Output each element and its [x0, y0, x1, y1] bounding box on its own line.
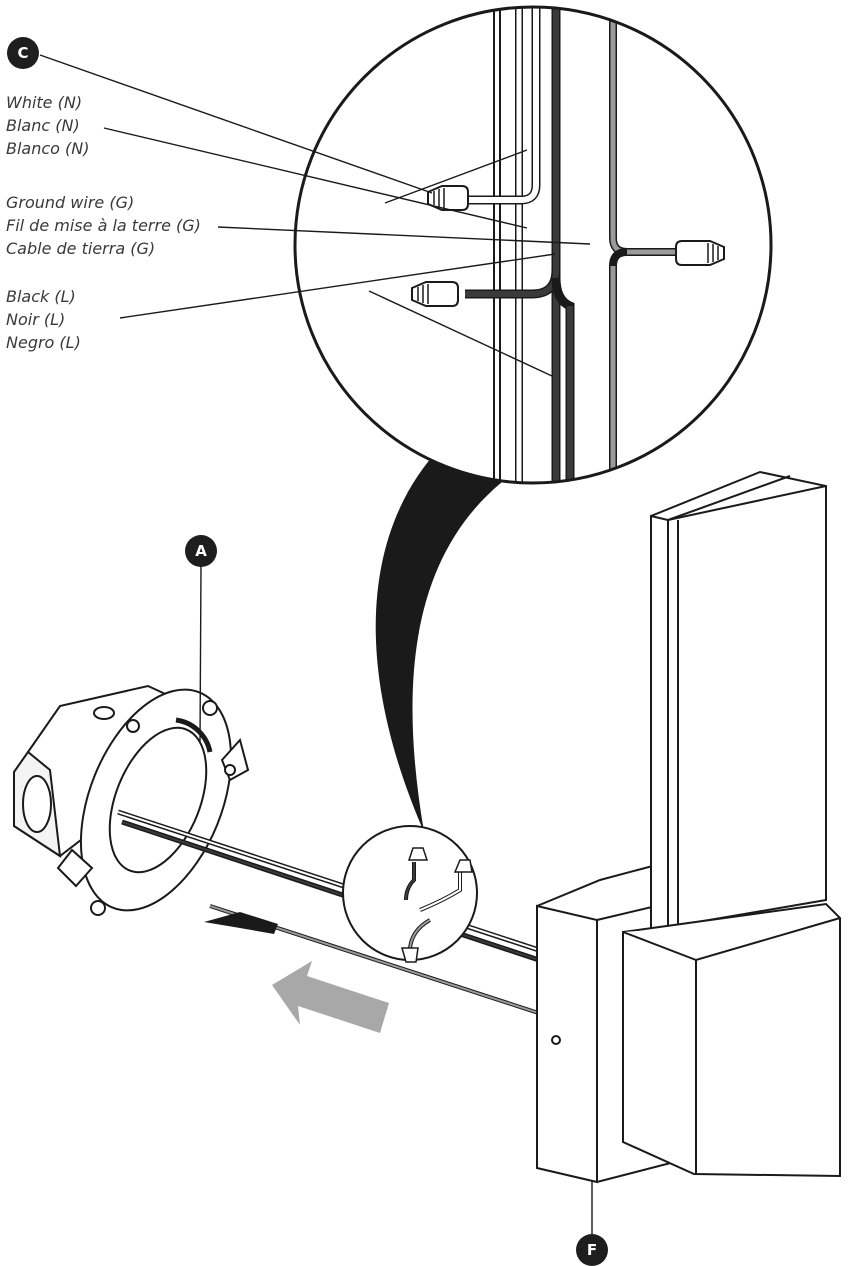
- leader-neutral: [103, 127, 528, 229]
- leader-a: [199, 565, 202, 743]
- label-live-en: Black (L): [6, 287, 76, 306]
- leader-ground: [217, 226, 591, 245]
- label-ground-es: Cable de tierra (G): [6, 239, 156, 258]
- label-neutral-en: White (N): [6, 93, 83, 112]
- label-live: Black (L) Noir (L) Negro (L): [6, 285, 81, 354]
- wall-sconce: [536, 470, 841, 1184]
- wire-nut-icon: [453, 859, 473, 873]
- leader-lines: [39, 54, 591, 377]
- label-neutral-es: Blanco (N): [6, 139, 90, 158]
- wire-nut-icon: [401, 947, 419, 963]
- label-ground-fr: Fil de mise à la terre (G): [6, 216, 201, 235]
- label-ground: Ground wire (G) Fil de mise à la terre (…: [6, 191, 201, 260]
- wire-nut-icon: [411, 281, 459, 307]
- mounting-bracket: [56, 688, 250, 916]
- label-ground-en: Ground wire (G): [6, 193, 135, 212]
- callout-a: A: [185, 535, 217, 567]
- leader-live: [119, 253, 556, 319]
- magnifier-connector: [375, 448, 502, 832]
- label-neutral: White (N) Blanc (N) Blanco (N): [6, 91, 90, 160]
- label-neutral-fr: Blanc (N): [6, 116, 80, 135]
- wire-sleeve: [204, 912, 278, 934]
- label-live-fr: Noir (L): [6, 310, 66, 329]
- callout-c: C: [7, 37, 39, 69]
- wire-nut-icon: [427, 185, 469, 211]
- wire-nut-icon: [407, 847, 429, 861]
- leader-c: [39, 54, 433, 194]
- detail-circle-small: [342, 825, 478, 963]
- wire-nut-icon: [675, 240, 725, 266]
- callout-f: F: [576, 1234, 608, 1266]
- label-live-es: Negro (L): [6, 333, 81, 352]
- push-arrow-icon: [272, 961, 389, 1033]
- detail-magnifier: [293, 5, 773, 485]
